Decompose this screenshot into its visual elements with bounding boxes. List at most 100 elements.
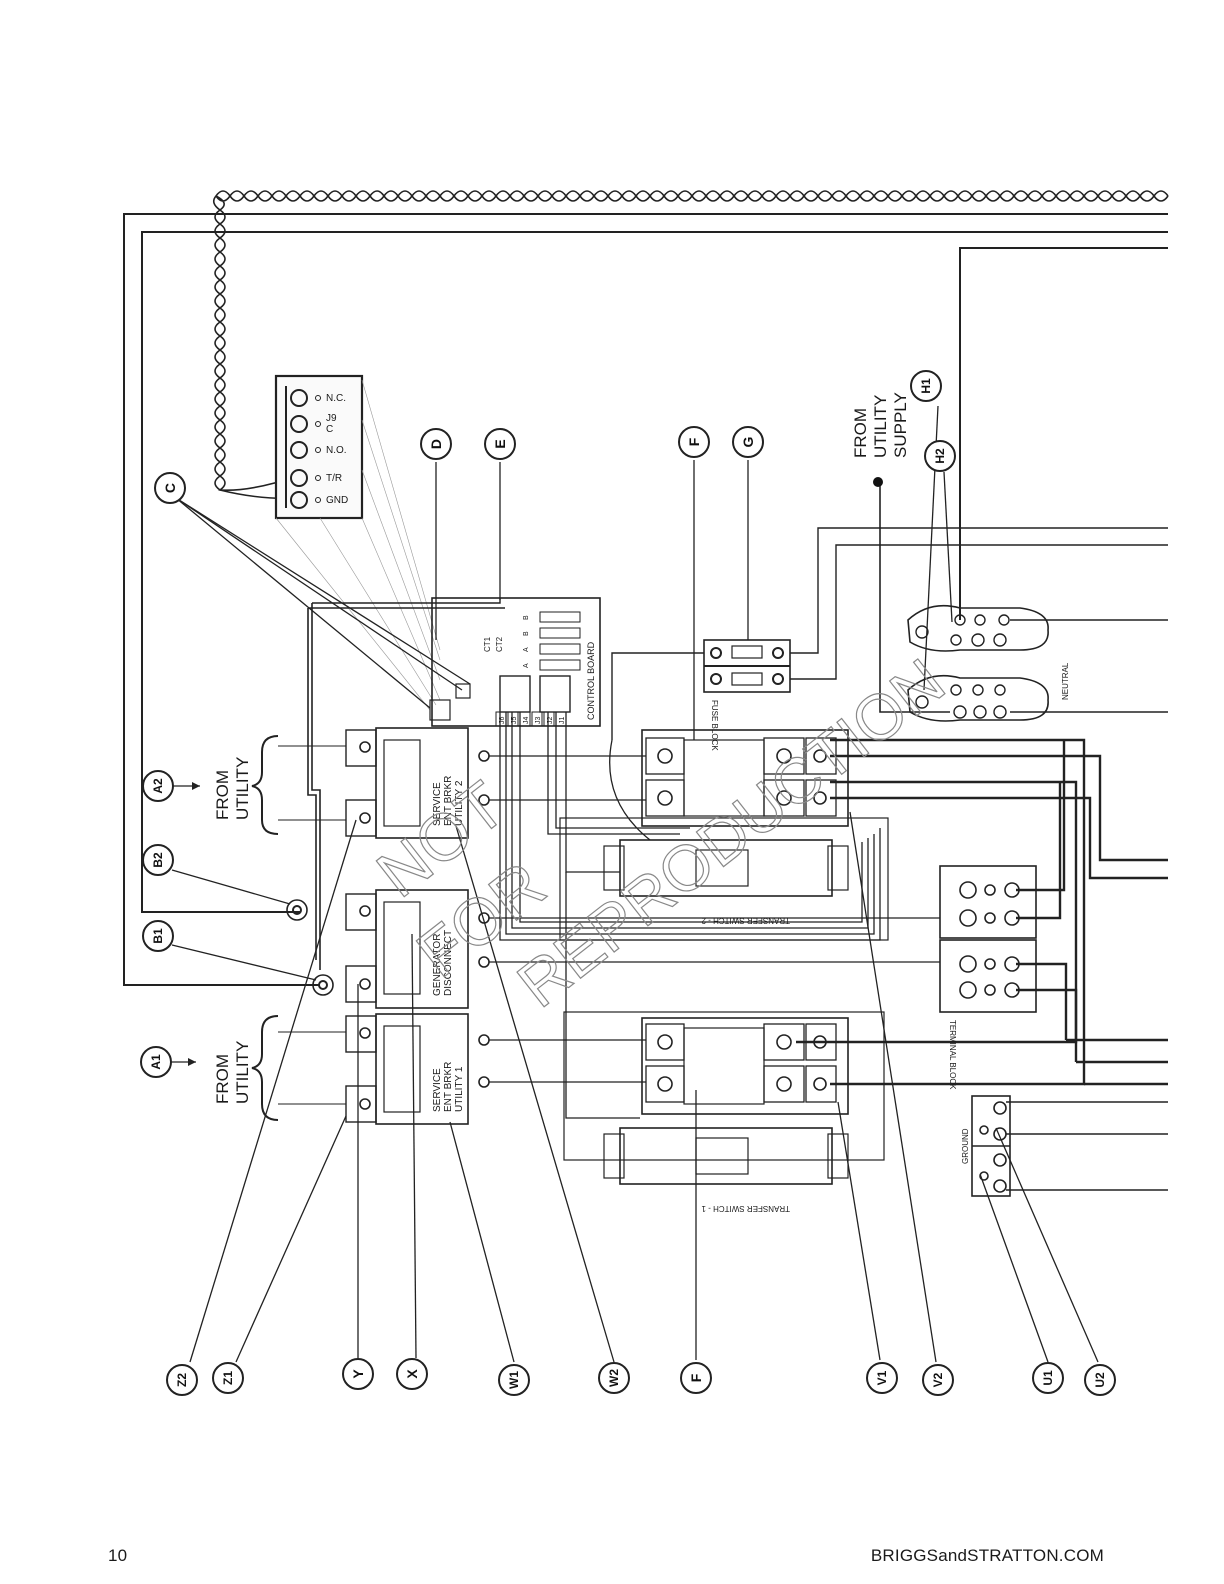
board-pin-label: B — [523, 631, 530, 636]
callout-8: B2 — [142, 844, 174, 876]
callout-label: G — [740, 436, 756, 447]
callout-11: Z2 — [166, 1364, 198, 1396]
board-pin-label: A — [523, 647, 530, 652]
label-transfer-switch-2: TRANSFER SWITCH - 2 — [701, 916, 790, 925]
control-board — [431, 597, 601, 727]
callout-19: V2 — [922, 1364, 954, 1396]
breaker-generator — [345, 889, 490, 1009]
breaker-label: SERVICEENT BRKRUTILITY 1 — [432, 1062, 465, 1112]
callout-label: A1 — [149, 1054, 163, 1070]
callout-label: V2 — [931, 1372, 945, 1387]
brace-utility-1 — [251, 1015, 279, 1121]
callout-10: A1 — [140, 1046, 172, 1078]
lug-b1 — [312, 974, 334, 996]
board-wire-3 — [311, 603, 321, 970]
callout-17: F — [680, 1362, 712, 1394]
board-jack-label: J2 — [547, 717, 554, 725]
callout-3: F — [678, 426, 710, 458]
callout-12: Z1 — [212, 1362, 244, 1394]
board-jack-label: J6 — [499, 717, 506, 725]
arrow-a2 — [192, 782, 200, 790]
breaker-utility-1 — [345, 1013, 490, 1125]
twisted-pair-wire-b — [214, 194, 1169, 500]
callout-label: D — [428, 439, 444, 449]
label-neutral: NEUTRAL — [1061, 662, 1070, 700]
callout-9: B1 — [142, 920, 174, 952]
callout-label: F — [686, 437, 702, 446]
label-from-utility-2-line1: FROMUTILITY — [213, 757, 252, 820]
callout-label: W2 — [607, 1369, 621, 1387]
callout-label: U2 — [1093, 1372, 1107, 1388]
callout-label: H2 — [933, 448, 947, 464]
utility-supply-dot — [873, 477, 883, 487]
callout-label: B1 — [151, 928, 165, 944]
label-terminal-block: TERMINAL BLOCK — [948, 1020, 957, 1090]
breaker-labels: SERVICEENT BRKRUTILITY 2 GENERATORDISCONN… — [432, 776, 465, 1112]
j9-terminal-block — [274, 374, 364, 520]
terminal-block — [939, 865, 1037, 1013]
arrow-a1 — [188, 1058, 196, 1066]
board-jack-label: J3 — [535, 717, 542, 725]
breaker-utility-2 — [345, 727, 490, 839]
label-from-utility-1-line1: FROMUTILITY — [213, 1041, 252, 1104]
frame-wire-inner — [141, 231, 1168, 913]
board-pin-label: A — [523, 663, 530, 668]
callout-label: A2 — [151, 778, 165, 794]
callout-4: G — [732, 426, 764, 458]
breaker-label: GENERATORDISCONNECT — [432, 930, 454, 996]
j9-terminal-label: N.C. — [326, 393, 346, 404]
lug-b2 — [286, 899, 308, 921]
callout-18: V1 — [866, 1362, 898, 1394]
callout-label: B2 — [151, 852, 165, 868]
breaker-label: SERVICEENT BRKRUTILITY 2 — [432, 776, 465, 826]
watermark-text: REPRODUCTION — [504, 645, 957, 1021]
label-transfer-switch-1: TRANSFER SWITCH - 1 — [701, 1204, 790, 1213]
label-fuse-block: FUSE BLOCK — [710, 700, 719, 751]
neutral-bar-1 — [907, 674, 1049, 722]
callout-0: C — [154, 472, 186, 504]
frame-wire-outer — [123, 213, 1168, 986]
j9-terminal-label: N.O. — [326, 445, 347, 456]
callout-label: Z2 — [175, 1373, 189, 1387]
callout-label: Y — [350, 1369, 366, 1379]
callout-7: A2 — [142, 770, 174, 802]
board-jack-label: J4 — [523, 717, 530, 725]
callout-label: C — [162, 483, 178, 493]
callout-label: W1 — [507, 1371, 521, 1389]
callout-label: F — [688, 1373, 704, 1382]
board-pin-label: B — [523, 615, 530, 620]
ground-bar — [971, 1095, 1168, 1197]
callout-1: D — [420, 428, 452, 460]
callout-20: U1 — [1032, 1362, 1064, 1394]
label-ground: GROUND — [961, 1128, 970, 1164]
callout-14: X — [396, 1358, 428, 1390]
callout-6: H2 — [924, 440, 956, 472]
callout-label: V1 — [875, 1370, 889, 1385]
callout-2: E — [484, 428, 516, 460]
callout-label: E — [492, 439, 508, 448]
neutral-bar-2 — [907, 604, 1049, 652]
brace-utility-2 — [251, 735, 279, 835]
label-from-utility-supply: FROMUTILITYSUPPLY — [851, 392, 910, 458]
callout-5: H1 — [910, 370, 942, 402]
callout-label: U1 — [1041, 1370, 1055, 1386]
callout-16: W2 — [598, 1362, 630, 1394]
j9-terminal-label: T/R — [326, 473, 342, 484]
ct-label: CT1 — [483, 636, 492, 652]
callout-label: X — [404, 1369, 420, 1379]
callout-label: H1 — [919, 378, 933, 394]
page-number: 10 — [108, 1546, 128, 1565]
callout-15: W1 — [498, 1364, 530, 1396]
j9-terminal-label: GND — [326, 495, 348, 506]
transfer-switch-1 — [563, 1011, 885, 1185]
callout-13: Y — [342, 1358, 374, 1390]
callout-label: Z1 — [221, 1371, 235, 1385]
board-wire-4 — [307, 608, 317, 960]
ct-label: CT2 — [495, 636, 504, 652]
website-url: BRIGGSandSTRATTON.COM — [870, 1546, 1104, 1565]
